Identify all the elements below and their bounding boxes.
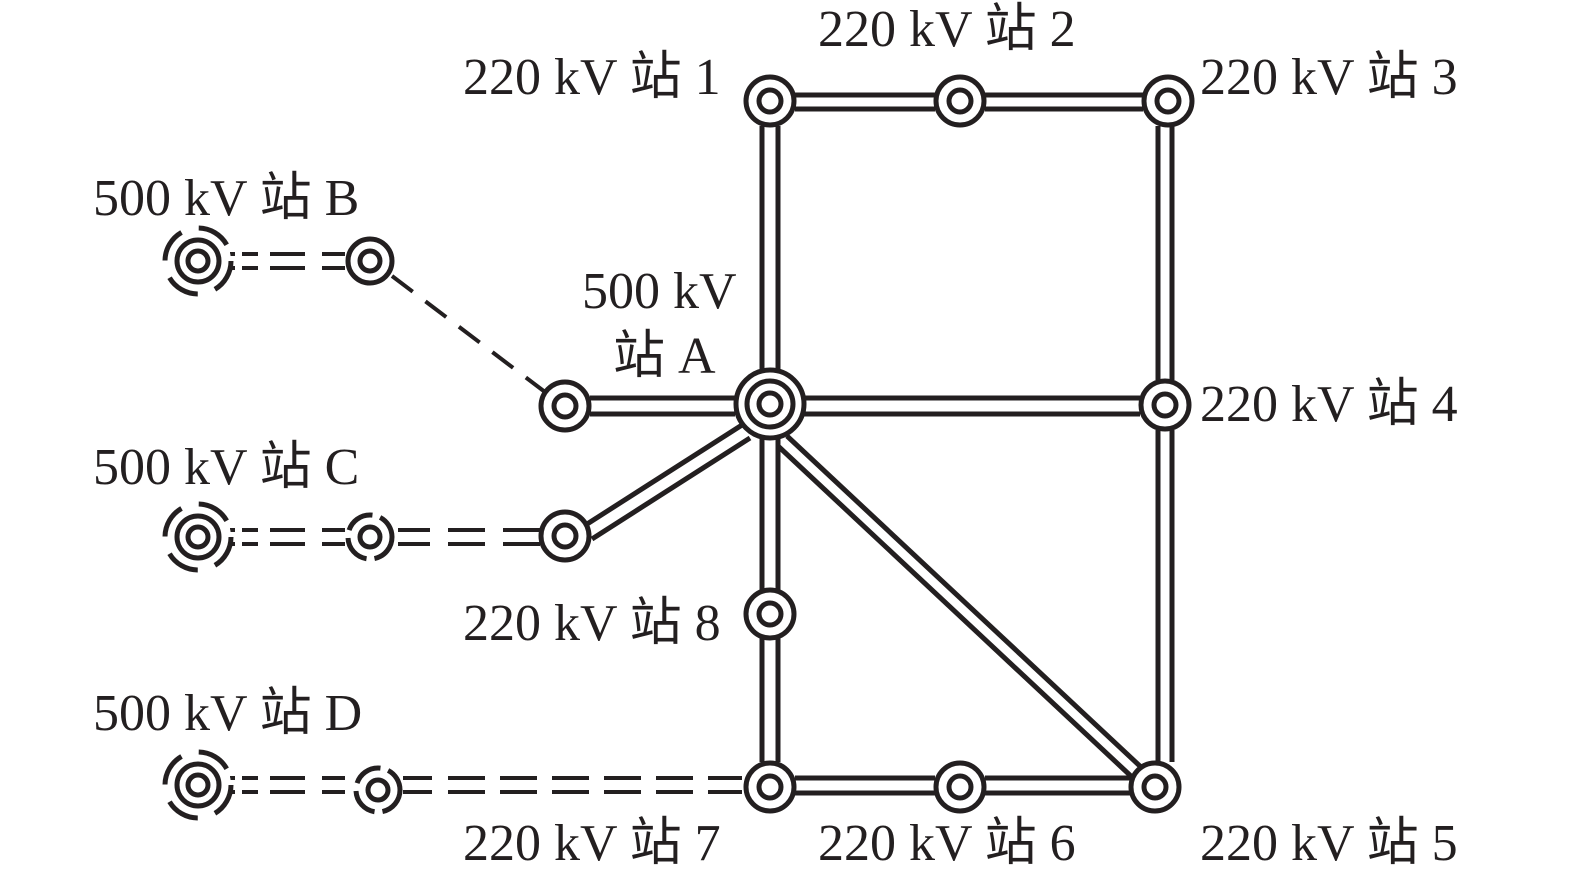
node-s3 (1141, 74, 1195, 128)
node-b-link (345, 236, 395, 286)
solid-lines (582, 92, 1175, 796)
line-s1-a (759, 126, 781, 374)
label-s5: 220 kV 站 5 (1200, 815, 1458, 872)
label-s4: 220 kV 站 4 (1200, 376, 1458, 433)
line-a-west (590, 395, 735, 417)
planned-500kv-stations (162, 225, 234, 821)
node-s5 (1128, 760, 1182, 814)
labels: 220 kV 站 1 220 kV 站 2 220 kV 站 3 220 kV … (93, 1, 1458, 872)
dashed-b-link (230, 252, 345, 270)
node-a-west (538, 379, 592, 433)
node-s4 (1138, 378, 1192, 432)
node-s8 (743, 587, 797, 641)
label-a-line1: 500 kV (582, 263, 737, 320)
station-nodes (345, 74, 1195, 814)
label-d: 500 kV 站 D (93, 685, 362, 742)
line-s2-s3 (985, 92, 1143, 112)
label-s6: 220 kV 站 6 (818, 815, 1076, 872)
line-s8-s7 (759, 637, 781, 762)
node-d-mid (353, 765, 403, 815)
label-s7: 220 kV 站 7 (463, 815, 721, 872)
label-c: 500 kV 站 C (93, 439, 359, 496)
line-a-cnode (582, 422, 752, 542)
dashed-b-to-a (390, 274, 547, 394)
dashed-d-link (230, 776, 742, 794)
line-s7-s6 (795, 775, 935, 796)
label-s2: 220 kV 站 2 (818, 1, 1076, 58)
line-a-s4 (803, 395, 1140, 417)
label-a-line2: 站 A (613, 328, 716, 385)
node-c-mid (345, 512, 395, 562)
dashed-c-link (230, 528, 540, 546)
node-a (733, 367, 807, 441)
line-a-s5 (776, 434, 1144, 780)
line-s4-s5 (1155, 430, 1175, 762)
planned-lines (230, 252, 742, 794)
node-s1 (743, 74, 797, 128)
label-s3: 220 kV 站 3 (1200, 49, 1458, 106)
planned-nodes (345, 512, 403, 815)
node-c (162, 501, 234, 573)
line-s6-s5 (985, 775, 1130, 796)
node-d (162, 749, 234, 821)
label-s1: 220 kV 站 1 (463, 49, 721, 106)
node-s7 (743, 760, 797, 814)
label-s8: 220 kV 站 8 (463, 595, 721, 652)
label-b: 500 kV 站 B (93, 170, 359, 227)
line-a-s8 (759, 437, 781, 590)
node-c-link (538, 509, 592, 563)
node-s6 (933, 760, 987, 814)
node-b (162, 225, 234, 297)
line-s1-s2 (795, 92, 935, 112)
line-s3-s4 (1155, 126, 1175, 380)
node-s2 (933, 74, 987, 128)
